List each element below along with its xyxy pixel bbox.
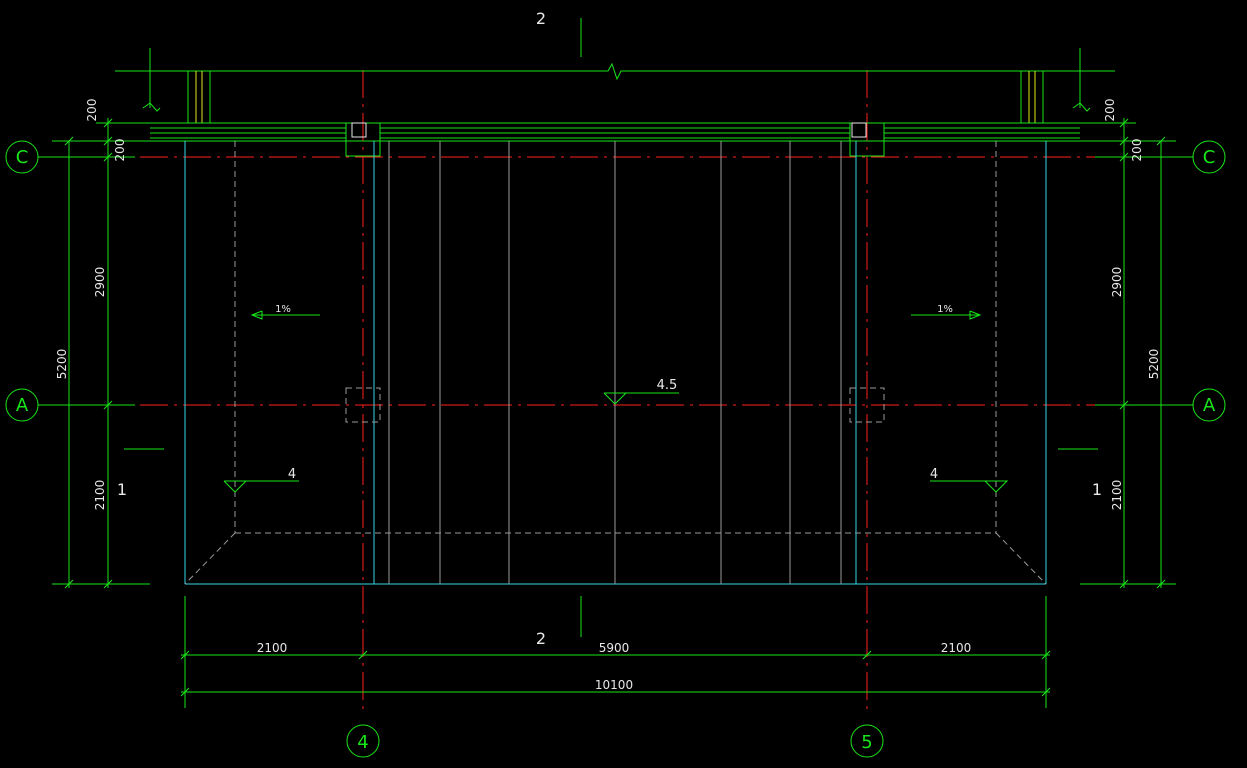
dim-left-mid-200: 200: [113, 139, 127, 162]
dim-bottom-right: 2100: [941, 641, 972, 655]
panel-lines: [388, 141, 842, 584]
axis-lines: [140, 70, 1095, 712]
grid-bubble-4[interactable]: 4: [346, 724, 380, 758]
dim-right-top-200: 200: [1103, 99, 1117, 122]
elevation-label-right: 4: [930, 467, 938, 482]
top-columns: [187, 70, 1044, 124]
left-dimensions: [52, 118, 150, 589]
bottom-dimensions: [180, 596, 1051, 708]
dim-bottom-mid: 5900: [599, 641, 630, 655]
elevation-label-center: 4.5: [657, 378, 678, 393]
dim-bottom-left: 2100: [257, 641, 288, 655]
section-mark-bottom: 2: [536, 629, 546, 648]
grid-label-a-right: A: [1203, 395, 1216, 416]
grid-bubble-c-left[interactable]: C: [5, 140, 39, 174]
grid-bubble-a-right[interactable]: A: [1192, 388, 1226, 422]
grid-bubble-c-right[interactable]: C: [1192, 140, 1226, 174]
dim-left-5200: 5200: [55, 349, 69, 380]
break-line: [115, 48, 1115, 112]
slope-label-right: 1%: [937, 304, 953, 315]
dim-right-2900: 2900: [1110, 267, 1124, 298]
slope-arrow-left: [250, 310, 320, 320]
elevation-marker-center: [603, 392, 679, 405]
dim-left-top-200: 200: [85, 99, 99, 122]
grid-label-c-left: C: [16, 147, 29, 168]
dim-bottom-total: 10100: [595, 678, 633, 692]
elevation-marker-left: [223, 480, 299, 493]
elevation-marker-right: [930, 480, 1009, 493]
grid-label-c-right: C: [1203, 147, 1216, 168]
section-mark-top: 2: [536, 9, 546, 28]
section-mark-right: 1: [1092, 480, 1102, 499]
slope-label-left: 1%: [275, 304, 291, 315]
beam-band: [106, 122, 1140, 157]
hidden-lines: [184, 141, 1047, 585]
dim-right-5200: 5200: [1147, 349, 1161, 380]
section-mark-left: 1: [117, 480, 127, 499]
grid-label-a-left: A: [16, 395, 29, 416]
right-dimensions: [1080, 118, 1176, 589]
dim-right-mid-200: 200: [1130, 139, 1144, 162]
slope-arrow-right: [911, 310, 982, 320]
dim-left-2100: 2100: [93, 480, 107, 511]
grid-label-5: 5: [861, 732, 872, 753]
grid-label-4: 4: [357, 732, 368, 753]
grid-bubble-5[interactable]: 5: [850, 724, 884, 758]
elevation-label-left: 4: [288, 467, 296, 482]
section-marks: [124, 18, 1098, 637]
grid-bubble-a-left[interactable]: A: [5, 388, 39, 422]
dim-left-2900: 2900: [93, 267, 107, 298]
dim-right-2100: 2100: [1110, 480, 1124, 511]
